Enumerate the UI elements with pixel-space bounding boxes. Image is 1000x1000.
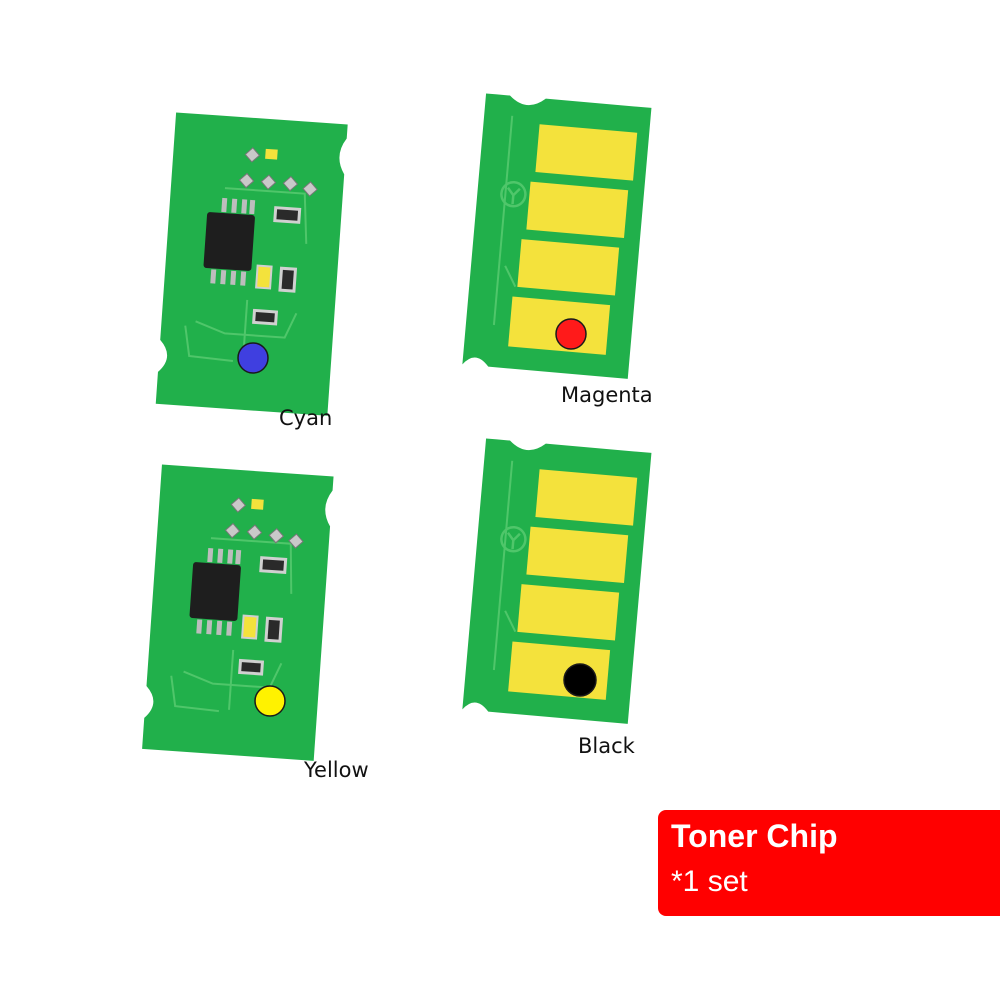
badge-title: Toner Chip (671, 818, 838, 854)
magenta-color-dot (555, 318, 587, 350)
cyan-color-dot (237, 342, 269, 374)
product-badge: Toner Chip *1 set (658, 810, 1000, 916)
chip-label-black: Black (578, 734, 635, 758)
badge-subtitle: *1 set (671, 865, 748, 898)
chip-label-cyan: Cyan (279, 406, 333, 430)
chip-label-magenta: Magenta (561, 383, 653, 407)
chip-label-yellow: Yellow (304, 758, 369, 782)
yellow-color-dot (254, 685, 286, 717)
black-color-dot (563, 663, 597, 697)
